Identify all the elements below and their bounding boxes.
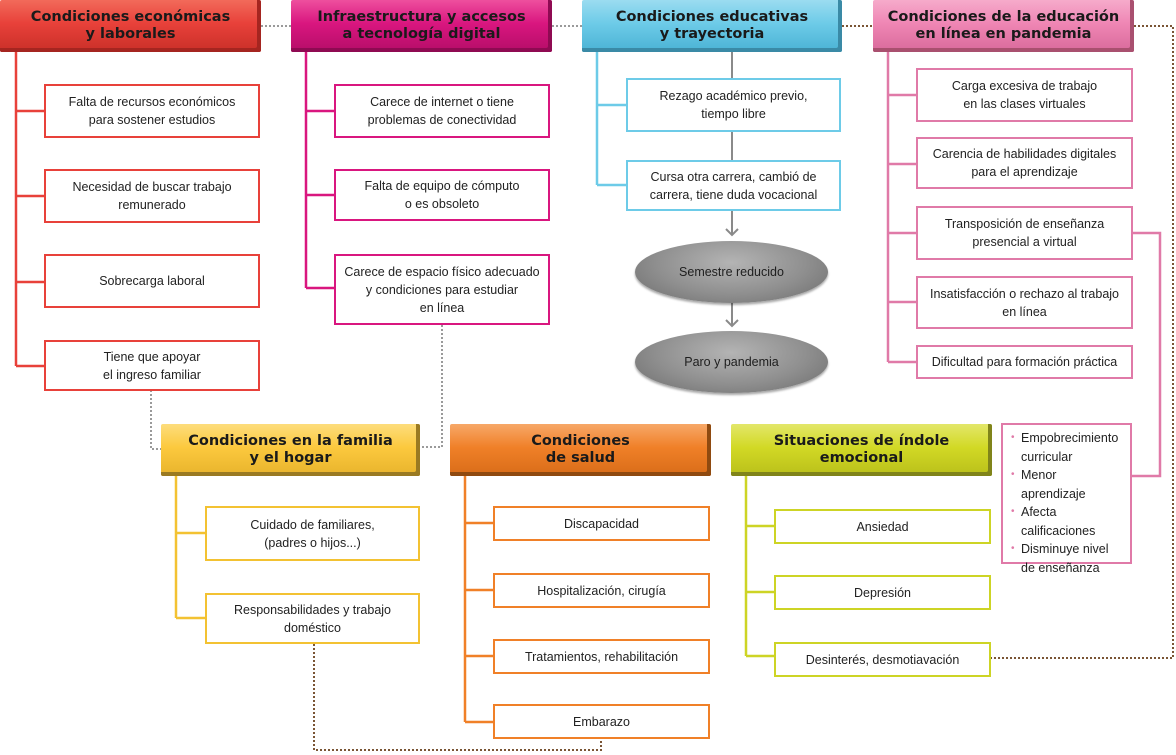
bullet-icon: • bbox=[1011, 543, 1015, 554]
header-online-title: Condiciones de la educación en línea en … bbox=[887, 9, 1120, 42]
header-emotional-title: Situaciones de índole emocional bbox=[773, 433, 950, 466]
family-item: Cuidado de familiares, (padres o hijos..… bbox=[205, 506, 420, 561]
header-health-title: Condiciones de salud bbox=[531, 433, 630, 466]
online-consequences: •Empobrecimiento curricular •Menor apren… bbox=[1001, 423, 1132, 575]
header-emotional: Situaciones de índole emocional bbox=[731, 424, 992, 476]
online-item: Transposición de enseñanza presencial a … bbox=[916, 206, 1133, 260]
header-family-title: Condiciones en la familia y el hogar bbox=[188, 433, 393, 466]
header-health: Condiciones de salud bbox=[450, 424, 711, 476]
header-educational-title: Condiciones educativas y trayectoria bbox=[615, 9, 809, 42]
bullet-icon: • bbox=[1011, 469, 1015, 480]
economic-item: Necesidad de buscar trabajo remunerado bbox=[44, 169, 260, 223]
economic-item: Sobrecarga laboral bbox=[44, 254, 260, 308]
educational-item: Rezago académico previo, tiempo libre bbox=[626, 78, 841, 132]
online-item: Dificultad para formación práctica bbox=[916, 345, 1133, 379]
educational-item: Cursa otra carrera, cambió de carrera, t… bbox=[626, 160, 841, 211]
health-item: Discapacidad bbox=[493, 506, 710, 541]
flow-ellipse-semestre: Semestre reducido bbox=[635, 241, 828, 303]
economic-item: Tiene que apoyar el ingreso familiar bbox=[44, 340, 260, 391]
health-item: Hospitalización, cirugía bbox=[493, 573, 710, 608]
health-item: Embarazo bbox=[493, 704, 710, 739]
emotional-item: Ansiedad bbox=[774, 509, 991, 544]
consequence-item: •Menor aprendizaje bbox=[1011, 468, 1086, 501]
infrastructure-item: Carece de espacio físico adecuado y cond… bbox=[334, 254, 550, 325]
header-infrastructure: Infraestructura y accesos a tecnología d… bbox=[291, 0, 552, 52]
economic-item: Falta de recursos económicos para sosten… bbox=[44, 84, 260, 138]
online-item: Insatisfacción o rechazo al trabajo en l… bbox=[916, 276, 1133, 329]
infrastructure-item: Falta de equipo de cómputo o es obsoleto bbox=[334, 169, 550, 221]
infrastructure-item: Carece de internet o tiene problemas de … bbox=[334, 84, 550, 138]
emotional-item: Depresión bbox=[774, 575, 991, 610]
header-educational: Condiciones educativas y trayectoria bbox=[582, 0, 842, 52]
bullet-icon: • bbox=[1011, 432, 1015, 443]
consequence-item: •Empobrecimiento curricular bbox=[1011, 431, 1119, 464]
header-economic: Condiciones económicas y laborales bbox=[0, 0, 261, 52]
consequence-item: •Afecta calificaciones bbox=[1011, 505, 1096, 538]
flow-ellipse-paro: Paro y pandemia bbox=[635, 331, 828, 393]
header-economic-title: Condiciones económicas y laborales bbox=[30, 9, 231, 42]
connector-economic-family bbox=[150, 390, 161, 450]
family-item: Responsabilidades y trabajo doméstico bbox=[205, 593, 420, 644]
header-online: Condiciones de la educación en línea en … bbox=[873, 0, 1134, 52]
bullet-icon: • bbox=[1011, 506, 1015, 517]
online-item: Carencia de habilidades digitales para e… bbox=[916, 137, 1133, 189]
emotional-item: Desinterés, desmotiavación bbox=[774, 642, 991, 677]
online-item: Carga excesiva de trabajo en las clases … bbox=[916, 68, 1133, 122]
health-item: Tratamientos, rehabilitación bbox=[493, 639, 710, 674]
consequence-item: •Disminuye nivel de enseñanza bbox=[1011, 542, 1109, 575]
header-infrastructure-title: Infraestructura y accesos a tecnología d… bbox=[317, 9, 526, 42]
header-family: Condiciones en la familia y el hogar bbox=[161, 424, 420, 476]
connector-infrastructure-family bbox=[420, 325, 443, 448]
